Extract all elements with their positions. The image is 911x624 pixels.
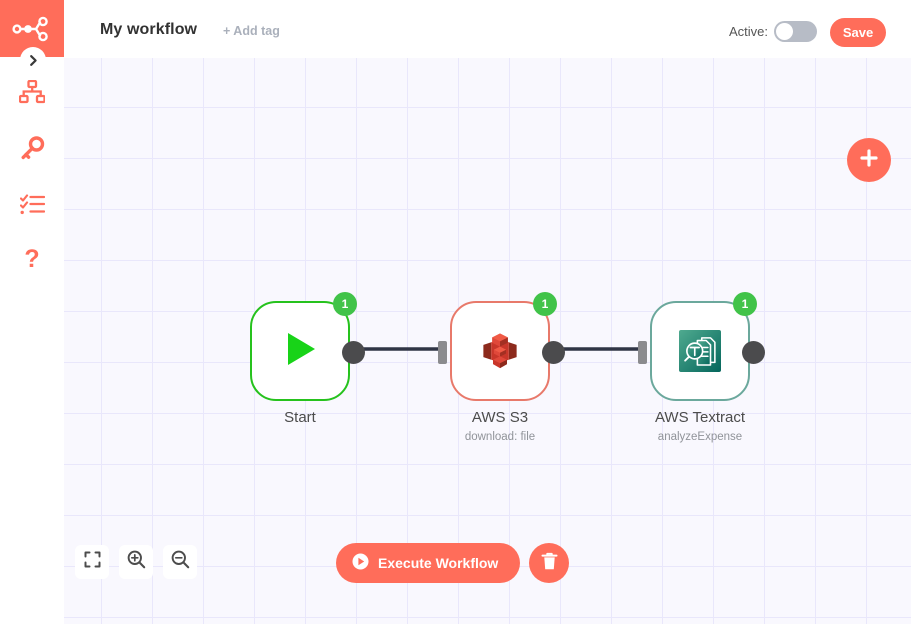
add-tag-button[interactable]: + Add tag xyxy=(223,24,280,38)
node-start-title: Start xyxy=(284,409,316,426)
n8n-node-graph-logo-icon xyxy=(12,16,52,42)
node-start-box[interactable]: 1 xyxy=(250,292,365,401)
trash-icon xyxy=(541,552,558,574)
zoom-out-icon xyxy=(171,550,190,574)
execute-workflow-button[interactable]: Execute Workflow xyxy=(336,543,521,583)
delete-button[interactable] xyxy=(529,543,569,583)
connection-wires xyxy=(361,347,647,351)
node-aws-s3-input-endpoint[interactable] xyxy=(438,341,447,364)
chevron-right-icon xyxy=(27,54,40,67)
sidebar-expand-button[interactable] xyxy=(20,47,46,73)
node-aws-s3-output-endpoint[interactable] xyxy=(542,341,565,364)
node-aws-textract[interactable]: 1 AWS Textract analyzeExpense xyxy=(638,292,765,443)
workflow-canvas[interactable]: 1 Start xyxy=(64,58,911,624)
execute-workflow-label: Execute Workflow xyxy=(378,555,499,571)
aws-textract-document-icon xyxy=(679,330,721,372)
node-start-badge: 1 xyxy=(333,292,357,316)
zoom-to-fit-button[interactable] xyxy=(75,545,109,579)
sidebar-item-executions[interactable] xyxy=(0,182,64,226)
node-aws-textract-box[interactable]: 1 xyxy=(638,292,765,401)
node-aws-s3-badge: 1 xyxy=(533,292,557,316)
add-node-button[interactable] xyxy=(847,138,891,182)
node-aws-textract-output-endpoint[interactable] xyxy=(742,341,765,364)
toggle-knob xyxy=(776,23,793,40)
node-aws-textract-input-endpoint[interactable] xyxy=(638,341,647,364)
node-aws-s3-subtitle: download: file xyxy=(464,431,536,443)
sidebar-item-credentials[interactable] xyxy=(0,126,64,170)
header-bar: My workflow + Add tag Active: Save xyxy=(64,0,911,58)
aws-s3-bucket-icon xyxy=(479,330,521,372)
node-start[interactable]: 1 Start xyxy=(250,292,365,426)
node-aws-textract-badge: 1 xyxy=(733,292,757,316)
node-aws-s3-box[interactable]: 1 xyxy=(438,292,565,401)
node-aws-s3[interactable]: 1 AWS S3 download: file xyxy=(438,292,565,443)
sidebar-item-help[interactable]: ? xyxy=(0,238,64,282)
plus-icon xyxy=(859,148,879,173)
node-start-output-endpoint[interactable] xyxy=(342,341,365,364)
active-label: Active: xyxy=(728,24,768,39)
sidebar-item-workflows[interactable] xyxy=(0,70,64,114)
play-triangle-icon xyxy=(277,326,323,377)
zoom-in-icon xyxy=(127,550,146,574)
zoom-in-button[interactable] xyxy=(119,545,153,579)
workflow-name[interactable]: My workflow xyxy=(100,21,198,38)
node-aws-s3-title: AWS S3 xyxy=(471,409,529,426)
question-mark-icon: ? xyxy=(23,247,41,273)
active-toggle[interactable] xyxy=(774,21,817,42)
checklist-icon xyxy=(19,193,45,215)
key-icon xyxy=(20,135,45,161)
save-button[interactable]: Save xyxy=(830,18,886,47)
node-aws-textract-subtitle: analyzeExpense xyxy=(657,431,743,443)
play-circle-icon xyxy=(352,553,369,573)
workflows-sitemap-icon xyxy=(19,80,45,104)
zoom-out-button[interactable] xyxy=(163,545,197,579)
zoom-to-fit-icon xyxy=(84,551,101,573)
node-aws-textract-title: AWS Textract xyxy=(654,409,746,426)
svg-text:?: ? xyxy=(24,247,39,273)
sidebar: ? xyxy=(0,0,64,624)
